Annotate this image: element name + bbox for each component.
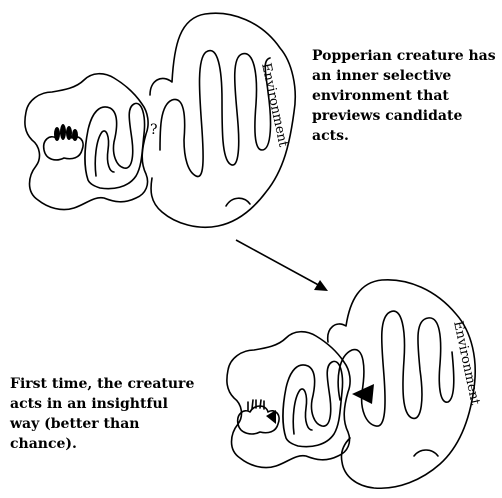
top-environment-label: Environment xyxy=(258,62,291,149)
bottom-environment-notch xyxy=(414,450,438,456)
top-environment-lobes xyxy=(160,51,270,177)
top-inner-lobe xyxy=(95,131,114,176)
top-question-mark: ? xyxy=(150,122,158,138)
top-inner-environment xyxy=(85,103,145,188)
bottom-environment-lobes xyxy=(338,311,454,426)
bottom-environment-label: Environment xyxy=(450,320,483,407)
top-caption: Popperian creature has an inner selectiv… xyxy=(312,46,500,146)
top-environment-notch xyxy=(226,198,250,206)
transition-arrow xyxy=(236,240,328,291)
bottom-caption: First time, the creature acts in an insi… xyxy=(10,374,206,454)
bottom-inner-environment xyxy=(283,361,343,446)
bottom-small-creature-tendrils xyxy=(248,400,264,410)
bottom-inner-lobe xyxy=(293,389,312,434)
bottom-creature-outline xyxy=(227,332,350,468)
